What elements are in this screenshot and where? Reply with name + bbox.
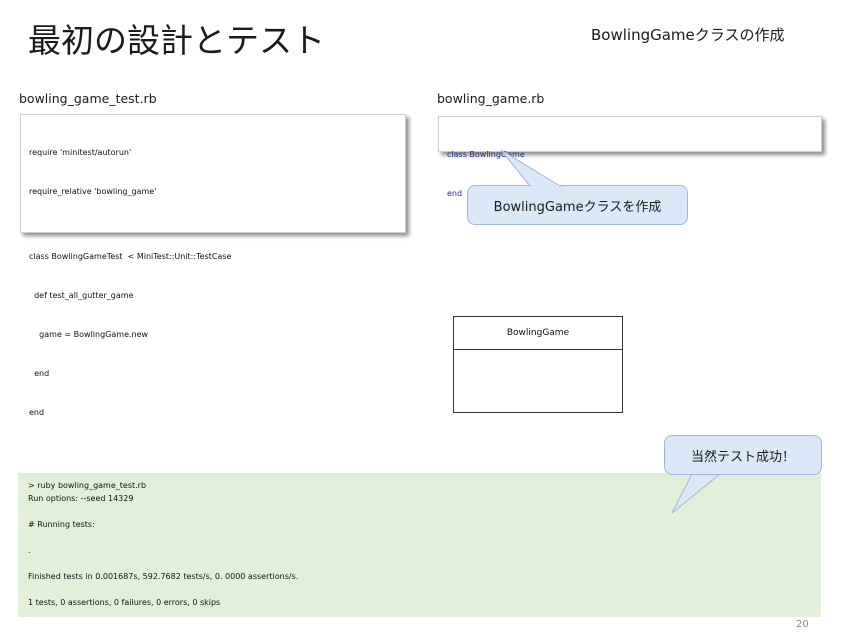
console-line: . xyxy=(28,546,31,555)
code-line: end xyxy=(447,189,463,198)
source-file-label: bowling_game.rb xyxy=(437,91,545,106)
slide-subtitle: BowlingGameクラスの作成 xyxy=(591,26,785,44)
console-line: Finished tests in 0.001687s, 592.7682 te… xyxy=(28,572,299,581)
code-line: game = BowlingGame.new xyxy=(29,330,149,339)
slide-title: 最初の設計とテスト xyxy=(28,21,325,60)
console-line: > ruby bowling_game_test.rb xyxy=(28,481,147,490)
console-line xyxy=(28,583,811,596)
uml-class-name: BowlingGame xyxy=(454,317,622,350)
callout-create-class: BowlingGameクラスを作成 xyxy=(467,185,688,225)
code-line: class BowlingGameTest < MiniTest::Unit::… xyxy=(29,252,232,261)
console-line: # Running tests: xyxy=(28,520,95,529)
code-line: class BowlingGame xyxy=(447,150,525,159)
console-line xyxy=(28,557,811,570)
console-output: > ruby bowling_game_test.rb Run options:… xyxy=(18,473,821,617)
console-line: Run options: --seed 14329 xyxy=(28,494,134,503)
page-number: 20 xyxy=(796,619,809,630)
source-code-box: class BowlingGame end xyxy=(438,116,822,198)
uml-class-diagram: BowlingGame xyxy=(453,316,623,413)
test-file-label: bowling_game_test.rb xyxy=(19,91,157,106)
console-line xyxy=(28,531,811,544)
test-code-box: require 'minitest/autorun' require_relat… xyxy=(20,114,406,417)
console-line: 1 tests, 0 assertions, 0 failures, 0 err… xyxy=(28,598,221,607)
code-line: def test_all_gutter_game xyxy=(29,291,134,300)
code-line: require 'minitest/autorun' xyxy=(29,148,132,157)
code-line: require_relative 'bowling_game' xyxy=(29,187,157,196)
code-line: end xyxy=(29,369,50,378)
code-line: end xyxy=(29,408,45,417)
callout-test-success: 当然テスト成功！ xyxy=(664,435,822,475)
console-line xyxy=(28,505,811,518)
